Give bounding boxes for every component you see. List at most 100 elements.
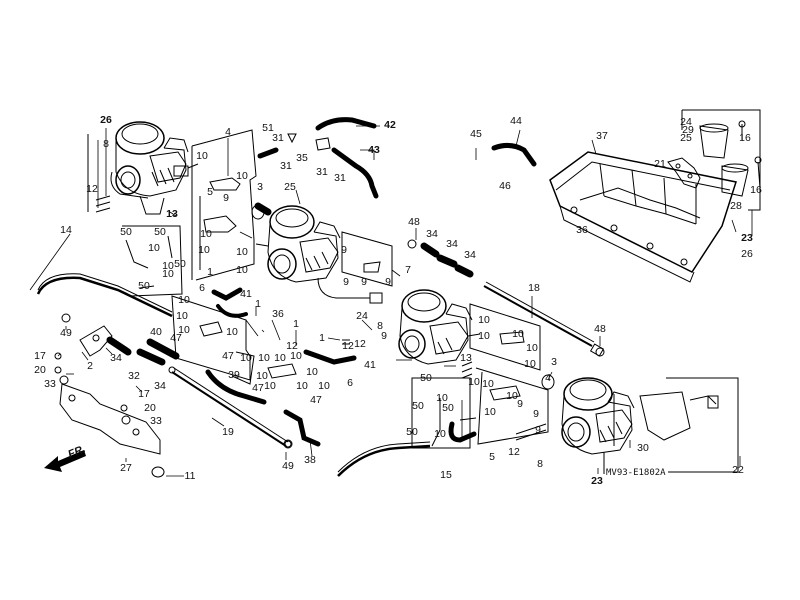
callout-label: 10	[524, 358, 536, 370]
carburetor-2-icon	[255, 205, 383, 304]
callout-label: 31	[272, 132, 284, 144]
callout-label: 10	[306, 366, 318, 378]
callout-label: 12	[86, 183, 98, 195]
callout-label: 9	[361, 276, 367, 288]
callout-label: 48	[594, 323, 606, 335]
callout-label: 10	[512, 328, 524, 340]
callout-label: 36	[272, 308, 284, 320]
callout-label: 6	[347, 377, 353, 389]
callout-label: 10	[290, 350, 302, 362]
callout-label: 41	[364, 359, 376, 371]
leader-lines	[29, 125, 753, 477]
callout-label: 13	[460, 352, 472, 364]
callout-label: 50	[138, 280, 150, 292]
callout-label: 25	[680, 132, 692, 144]
callout-label: 18	[528, 282, 540, 294]
callout-label: 10	[484, 406, 496, 418]
callout-label: 9	[341, 244, 347, 256]
callout-label: 37	[596, 130, 608, 142]
callout-label: 10	[506, 390, 518, 402]
drain-tube-icon	[106, 117, 537, 447]
callout-label: 3	[257, 181, 263, 193]
callout-label: 7	[405, 264, 411, 276]
callout-label: 10	[196, 150, 208, 162]
callout-label: 4	[225, 126, 231, 138]
drawing-code: MV93-E1802A	[606, 468, 666, 478]
callout-label: 36	[576, 224, 588, 236]
callout-label: 30	[637, 442, 649, 454]
callout-label: 24	[356, 310, 368, 322]
callout-label: 26	[100, 114, 112, 126]
callout-label: 10	[526, 342, 538, 354]
callout-label: 42	[384, 119, 396, 131]
callout-label: 10	[162, 260, 174, 272]
callout-label: 27	[120, 462, 132, 474]
callout-label: 8	[103, 138, 109, 150]
callout-label: 50	[174, 258, 186, 270]
callout-label: 9	[533, 408, 539, 420]
callout-label: 39	[228, 369, 240, 381]
callout-label: 10	[198, 244, 210, 256]
callout-label: 1	[293, 318, 299, 330]
callout-label: 50	[154, 226, 166, 238]
callout-label: 10	[200, 228, 212, 240]
callout-label: 10	[178, 324, 190, 336]
callout-label: 10	[296, 380, 308, 392]
callout-label: 12	[286, 340, 298, 352]
callout-label: 9	[223, 192, 229, 204]
small-parts-icon	[54, 120, 762, 449]
callout-label: 38	[304, 454, 316, 466]
callout-label: 31	[280, 160, 292, 172]
funnel-pair-icon	[667, 123, 749, 197]
air-chamber-icon	[549, 151, 737, 283]
callout-label: 10	[256, 370, 268, 382]
callout-label: 17	[34, 350, 46, 362]
callout-label: 49	[282, 460, 294, 472]
callout-label: 50	[406, 426, 418, 438]
callout-label: 10	[236, 170, 248, 182]
callout-label: 15	[440, 469, 452, 481]
callout-label: 9	[381, 330, 387, 342]
callout-label: 4	[545, 372, 551, 384]
callout-label: 47	[252, 382, 264, 394]
callout-label: 50	[120, 226, 132, 238]
callout-label: 10	[258, 352, 270, 364]
callout-label: 10	[468, 376, 480, 388]
callout-label: 24	[680, 116, 692, 128]
callout-label: 10	[162, 268, 174, 280]
callout-label: 50	[442, 402, 454, 414]
callout-label: 32	[128, 370, 140, 382]
callout-label: 47	[222, 350, 234, 362]
callout-label: 48	[408, 216, 420, 228]
callout-label: 28	[730, 200, 742, 212]
callout-label: 49	[60, 327, 72, 339]
callout-label: 47	[310, 394, 322, 406]
carburetor-4-icon	[561, 377, 635, 455]
callout-label: 47	[170, 332, 182, 344]
callout-label: 10	[240, 352, 252, 364]
callout-label: 10	[478, 330, 490, 342]
carburetor-3-icon	[398, 289, 481, 365]
callout-label: 8	[537, 458, 543, 470]
callout-label: 1	[207, 266, 213, 278]
callout-label: 10	[274, 352, 286, 364]
callout-label: 20	[34, 364, 46, 376]
callout-label: 12	[342, 340, 354, 352]
callout-label: 10	[236, 264, 248, 276]
callout-label: 46	[499, 180, 511, 192]
callout-label: 44	[510, 115, 522, 127]
callout-label: 16	[739, 132, 751, 144]
callout-label: 50	[420, 372, 432, 384]
callout-label: 16	[750, 184, 762, 196]
shaft-19-icon	[168, 366, 292, 448]
callout-label: 12	[354, 338, 366, 350]
callout-label: 5	[489, 451, 495, 463]
fuel-pipe-15-icon	[337, 398, 477, 477]
callout-label: 23	[741, 232, 753, 244]
callout-label: 33	[150, 415, 162, 427]
callout-label: 10	[176, 310, 188, 322]
callout-label: 43	[368, 144, 380, 156]
callout-label: 35	[296, 152, 308, 164]
